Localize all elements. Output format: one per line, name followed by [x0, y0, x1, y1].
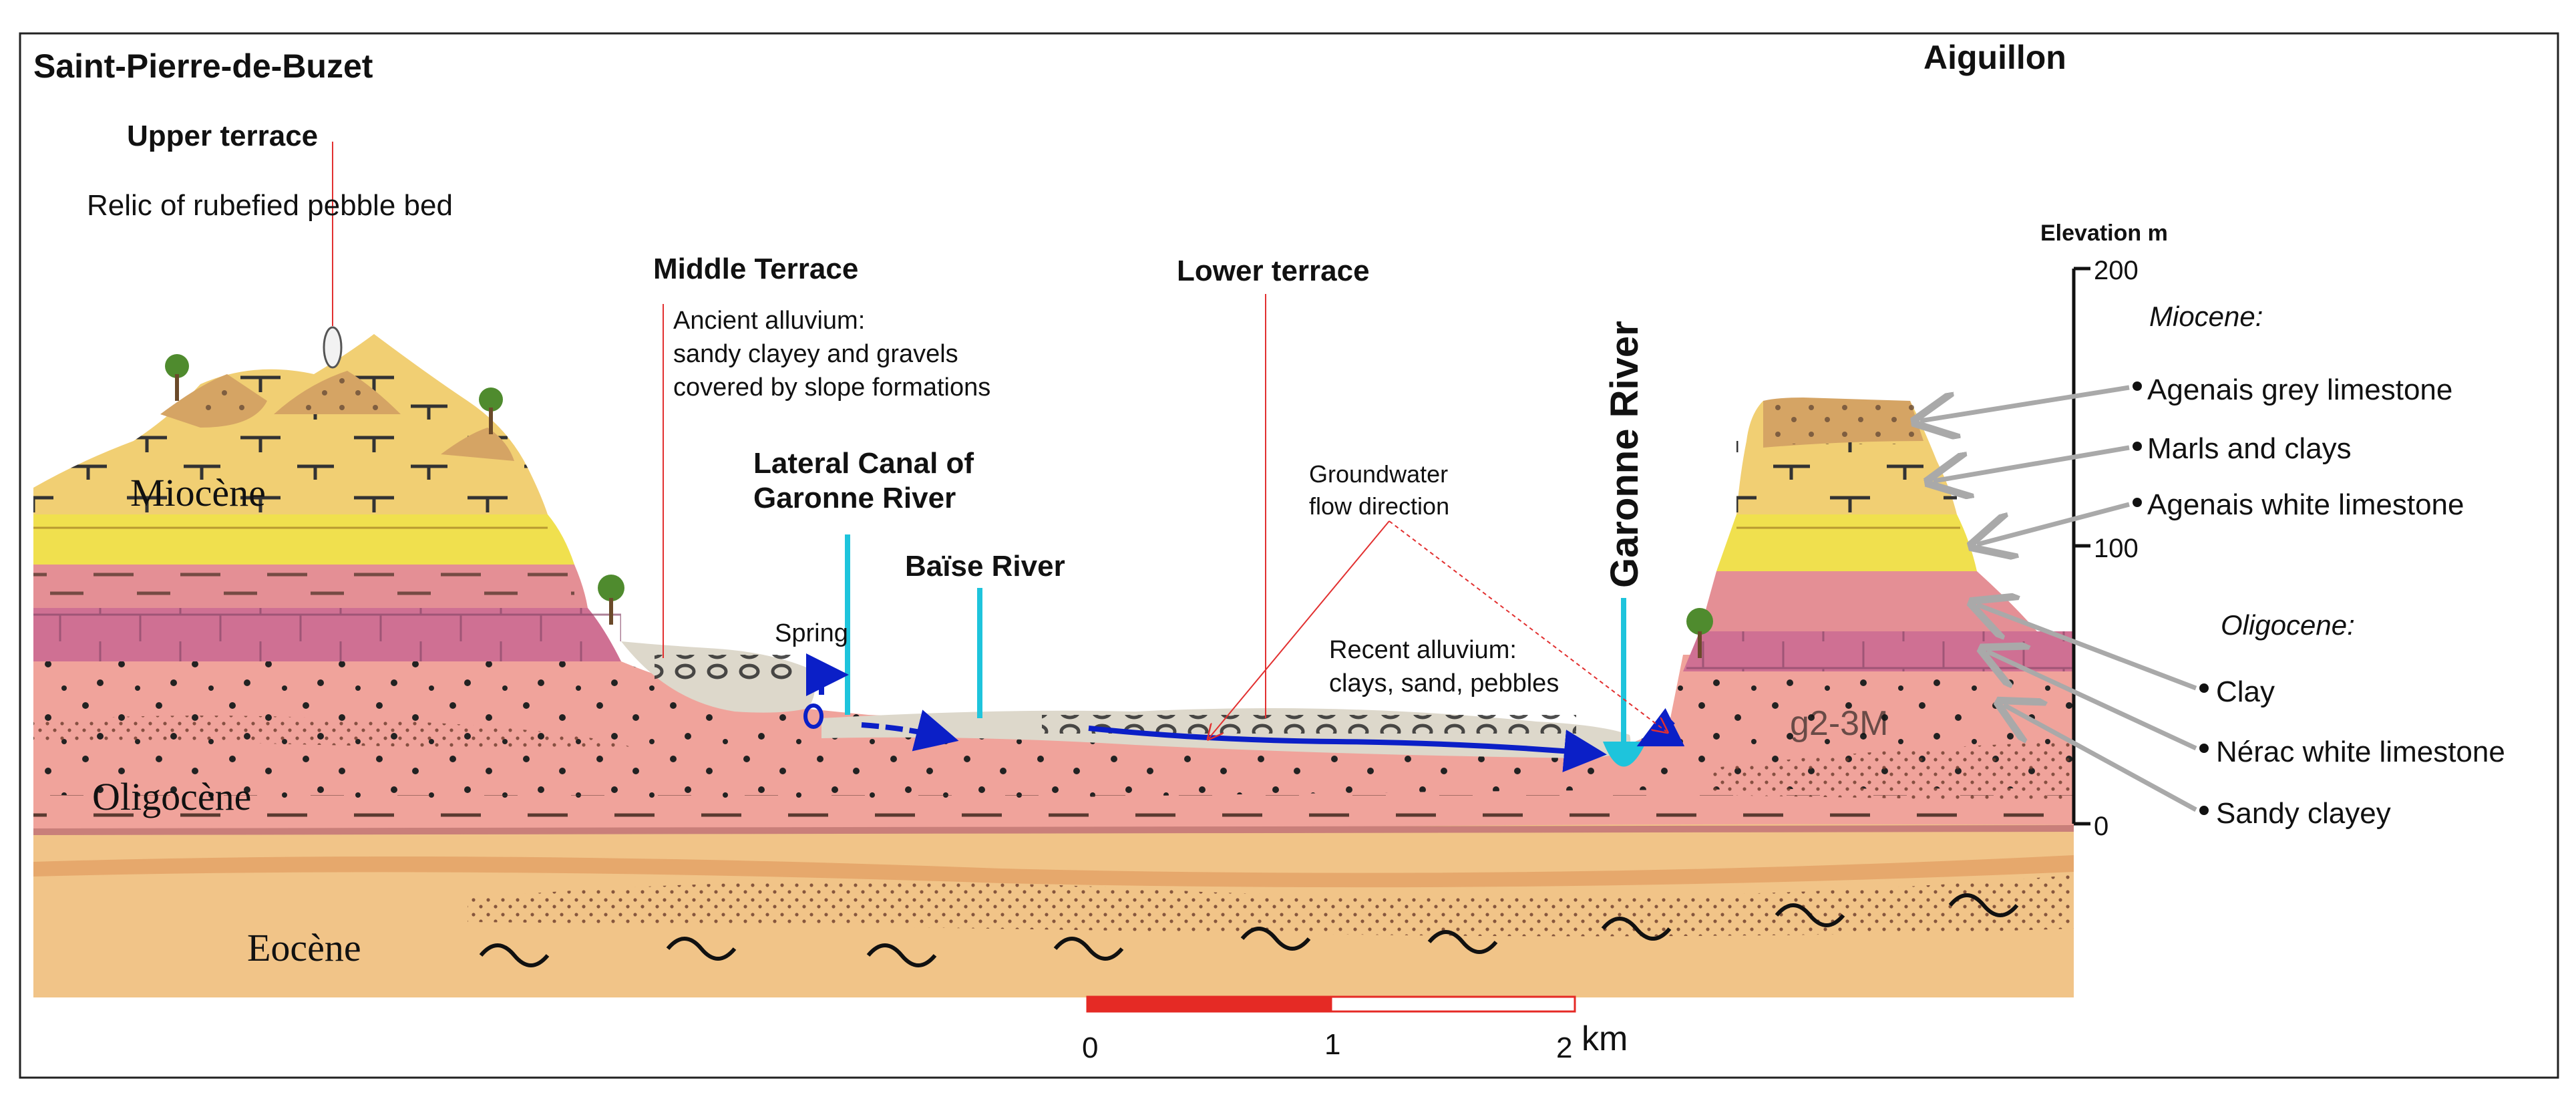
middle-terrace-title: Middle Terrace [653, 253, 858, 285]
elevation-tick-100: 100 [2094, 534, 2139, 563]
scale-bar [1086, 995, 1576, 1013]
elevation-tick-0: 0 [2094, 812, 2108, 841]
eocene-sand-lens [468, 875, 2074, 937]
layer-white-limestone-right [1716, 514, 1977, 571]
scale-tick-1: 1 [1324, 1028, 1340, 1061]
legend-oligocene-heading: Oligocene: [2221, 609, 2355, 641]
legend-item-grey-limestone: Agenais grey limestone [2147, 373, 2452, 406]
elevation-title: Elevation m [2040, 220, 2168, 246]
legend-item-white-limestone: Agenais white limestone [2147, 488, 2464, 521]
eocene-section-label: Eocène [247, 926, 361, 969]
oligocene-fine-lens-2 [1710, 742, 2074, 802]
legend-item-marls: Marls and clays [2147, 432, 2352, 465]
garonne-channel [1603, 742, 1646, 767]
groundwater-label-1: Groundwater [1309, 460, 1448, 488]
recent-alluvium-label-1: Recent alluvium: [1329, 636, 1517, 664]
pointer-lines [323, 142, 1666, 738]
upper-terrace-note: Relic of rubefied pebble bed [87, 189, 453, 222]
middle-terrace-note-2: sandy clayey and gravels [673, 340, 958, 368]
place-left: Saint-Pierre-de-Buzet [33, 47, 373, 85]
nerac-brick [33, 608, 621, 661]
clay-lines [33, 568, 574, 605]
middle-terrace-note-3: covered by slope formations [673, 373, 990, 402]
legend-item-nerac: Nérac white limestone [2216, 736, 2505, 768]
elevation-tick-200: 200 [2094, 256, 2139, 285]
marls-symbols [33, 334, 548, 514]
baise-water-line [977, 588, 982, 718]
canal-label-2: Garonne River [753, 482, 956, 514]
oligocene-dash-band [33, 825, 2074, 835]
spring-label: Spring [775, 619, 848, 647]
oligocene-section-label: Oligocène [92, 775, 251, 818]
lower-terrace-title: Lower terrace [1177, 255, 1370, 287]
oligocene-fine-lens-1 [33, 716, 634, 748]
canal-label-1: Lateral Canal of [753, 447, 974, 480]
canal-water-line [845, 534, 850, 715]
marls-symbols-right [1736, 441, 1957, 514]
legend-item-sandy-clayey: Sandy clayey [2216, 797, 2391, 830]
legend-item-clay: Clay [2216, 675, 2275, 708]
legend-arrows [1920, 385, 2197, 812]
garonne-water-line [1621, 598, 1626, 745]
groundwater-label-2: flow direction [1309, 492, 1449, 520]
upper-terrace-title: Upper terrace [127, 120, 318, 152]
garonne-label: Garonne River [1603, 321, 1646, 588]
legend-bullets [2133, 381, 2209, 815]
place-right: Aiguillon [1923, 39, 2066, 76]
scale-tick-0: 0 [1082, 1032, 1098, 1064]
layer-grey-limestone-3 [441, 428, 514, 461]
eocene-band [33, 855, 2074, 888]
eocene-marks [479, 893, 2019, 967]
miocene-section-label: Miocène [130, 471, 266, 514]
legend-miocene-heading: Miocene: [2149, 301, 2263, 332]
scale-unit: km [1582, 1020, 1628, 1058]
tree-icons [165, 354, 1713, 658]
recent-alluvium-label-2: clays, sand, pebbles [1329, 669, 1559, 697]
map-code-label: g2-3M [1790, 704, 1888, 743]
middle-terrace-note-1: Ancient alluvium: [673, 307, 865, 335]
layer-clay-right [1700, 571, 2037, 631]
elevation-axis [2072, 267, 2090, 826]
baise-label: Baïse River [905, 550, 1065, 583]
spring-icon [803, 703, 823, 729]
layer-white-limestone [33, 514, 574, 565]
scale-tick-2: 2 [1556, 1032, 1572, 1064]
oligocene-dash-lines [33, 795, 2074, 825]
